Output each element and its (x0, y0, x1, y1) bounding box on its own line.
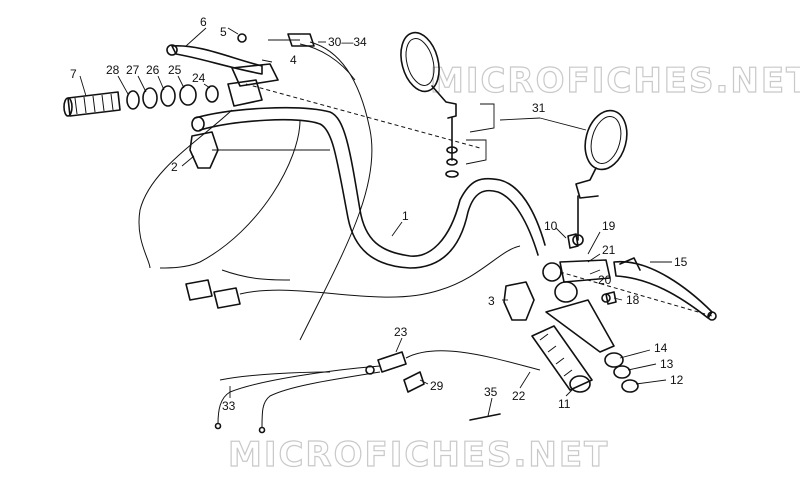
right-switch-block (542, 234, 611, 303)
callout-29: 29 (430, 379, 444, 393)
callout-13: 13 (660, 357, 674, 371)
left-switch-housing (189, 131, 219, 169)
callout-35: 35 (484, 385, 498, 399)
left-grip (63, 91, 121, 117)
main-cable (268, 33, 373, 341)
callout-3: 3 (488, 294, 495, 308)
left-cables (138, 109, 521, 309)
callout-10: 10 (544, 219, 558, 233)
callout-5: 5 (220, 25, 227, 39)
callout-33: 33 (222, 399, 236, 413)
callout-21: 21 (602, 243, 616, 257)
screw (567, 233, 579, 249)
throttle-cables (214, 350, 541, 434)
mirror-bracket-31 (469, 103, 495, 133)
mirror-bracket-31b (465, 139, 487, 165)
callout-27: 27 (126, 63, 140, 77)
callout-1: 1 (402, 209, 409, 223)
callout-23: 23 (394, 325, 408, 339)
callout-20: 20 (598, 273, 612, 287)
left-mirror (400, 31, 459, 178)
handlebar (191, 106, 546, 269)
callout-22: 22 (512, 389, 526, 403)
callout-6: 6 (200, 15, 207, 29)
watermark-top: MICROFICHES.NET (430, 61, 800, 101)
watermark-bottom: MICROFICHES.NET (228, 435, 609, 475)
callout-25: 25 (168, 63, 182, 77)
callout-2: 2 (171, 160, 178, 174)
callout-11: 11 (558, 397, 571, 411)
right-grip (531, 299, 615, 393)
callout-24: 24 (192, 71, 206, 85)
pivot-bolt (237, 33, 247, 43)
right-switch-housing (503, 281, 535, 321)
callout-30-34: 30—34 (328, 35, 367, 49)
callout-14: 14 (654, 341, 668, 355)
callout-19: 19 (602, 219, 616, 233)
brake-lever (613, 257, 717, 321)
pin (469, 413, 501, 421)
callout-15: 15 (674, 255, 688, 269)
callout-26: 26 (146, 63, 160, 77)
callout-31: 31 (532, 101, 546, 115)
left-switch-stack (126, 79, 263, 110)
clutch-perch (231, 63, 279, 87)
screw-18 (605, 291, 617, 305)
clutch-lever (166, 44, 263, 75)
assembly-dashed-lines (245, 83, 713, 317)
right-mirror (575, 109, 628, 241)
callout-labels: 1 2 3 4 5 6 7 10 11 12 13 14 15 18 19 20… (70, 15, 688, 413)
callout-4: 4 (290, 53, 297, 67)
callout-7: 7 (70, 67, 77, 81)
callout-18: 18 (626, 293, 640, 307)
leader-lines (79, 27, 672, 417)
callout-28: 28 (106, 63, 120, 77)
right-washers (604, 352, 639, 393)
callout-12: 12 (670, 373, 684, 387)
